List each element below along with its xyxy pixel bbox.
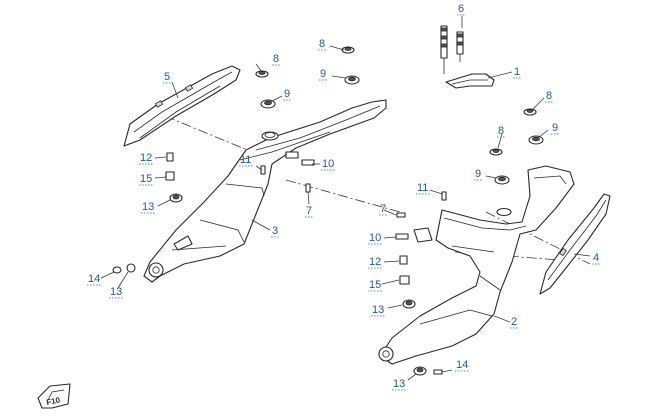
- callout-8-right-b: 8: [498, 125, 504, 137]
- callout-10-right: 10: [369, 232, 381, 244]
- callout-3: 3: [272, 225, 278, 237]
- callout-8-right-a: 8: [546, 90, 552, 102]
- callout-1: 1: [514, 66, 520, 78]
- callout-13-right-a: 13: [372, 304, 384, 316]
- callout-9-left-a: 9: [284, 88, 290, 100]
- part-3-left-side-cover: [143, 99, 387, 283]
- front-direction-logo: F10: [37, 383, 71, 409]
- callout-6: 6: [458, 3, 464, 15]
- callout-10-left: 10: [322, 158, 334, 170]
- callout-11-left: 11: [240, 154, 251, 166]
- callout-9-left-b: 9: [320, 68, 326, 80]
- callout-8-left-a: 8: [273, 53, 279, 65]
- callout-12-right: 12: [369, 256, 381, 268]
- logo-label: F10: [46, 395, 62, 407]
- callout-12-left: 12: [140, 152, 152, 164]
- part-1-bracket: [445, 73, 495, 89]
- callout-13-right-b: 13: [393, 378, 405, 390]
- callout-4: 4: [593, 252, 599, 264]
- part-5-left-trim: [123, 65, 241, 147]
- leader-lines: [100, 16, 591, 381]
- callout-15-right: 15: [369, 279, 381, 291]
- part-4-right-trim: [539, 193, 611, 295]
- callout-7-left: 7: [306, 205, 312, 217]
- callout-13-left-a: 13: [142, 201, 154, 213]
- part-6-screws: [440, 25, 464, 74]
- callout-9-right-a: 9: [552, 122, 558, 134]
- callout-14-right: 14: [456, 359, 468, 371]
- callouts: 1 2 3 4 5 6 7 7 8 8 8 8 9 9 9 9 10 10: [87, 3, 600, 391]
- hardware: [112, 46, 544, 376]
- callout-2: 2: [511, 316, 517, 328]
- callout-9-right-b: 9: [475, 168, 481, 180]
- callout-7-right: 7: [380, 203, 386, 215]
- callout-5: 5: [164, 71, 170, 83]
- callout-14-left: 14: [88, 273, 100, 285]
- callout-8-left-b: 8: [319, 38, 325, 50]
- callout-15-left: 15: [140, 173, 152, 185]
- callout-13-left-b: 13: [110, 286, 122, 298]
- callout-11-right: 11: [417, 182, 428, 194]
- part-2-right-side-cover: [378, 165, 575, 365]
